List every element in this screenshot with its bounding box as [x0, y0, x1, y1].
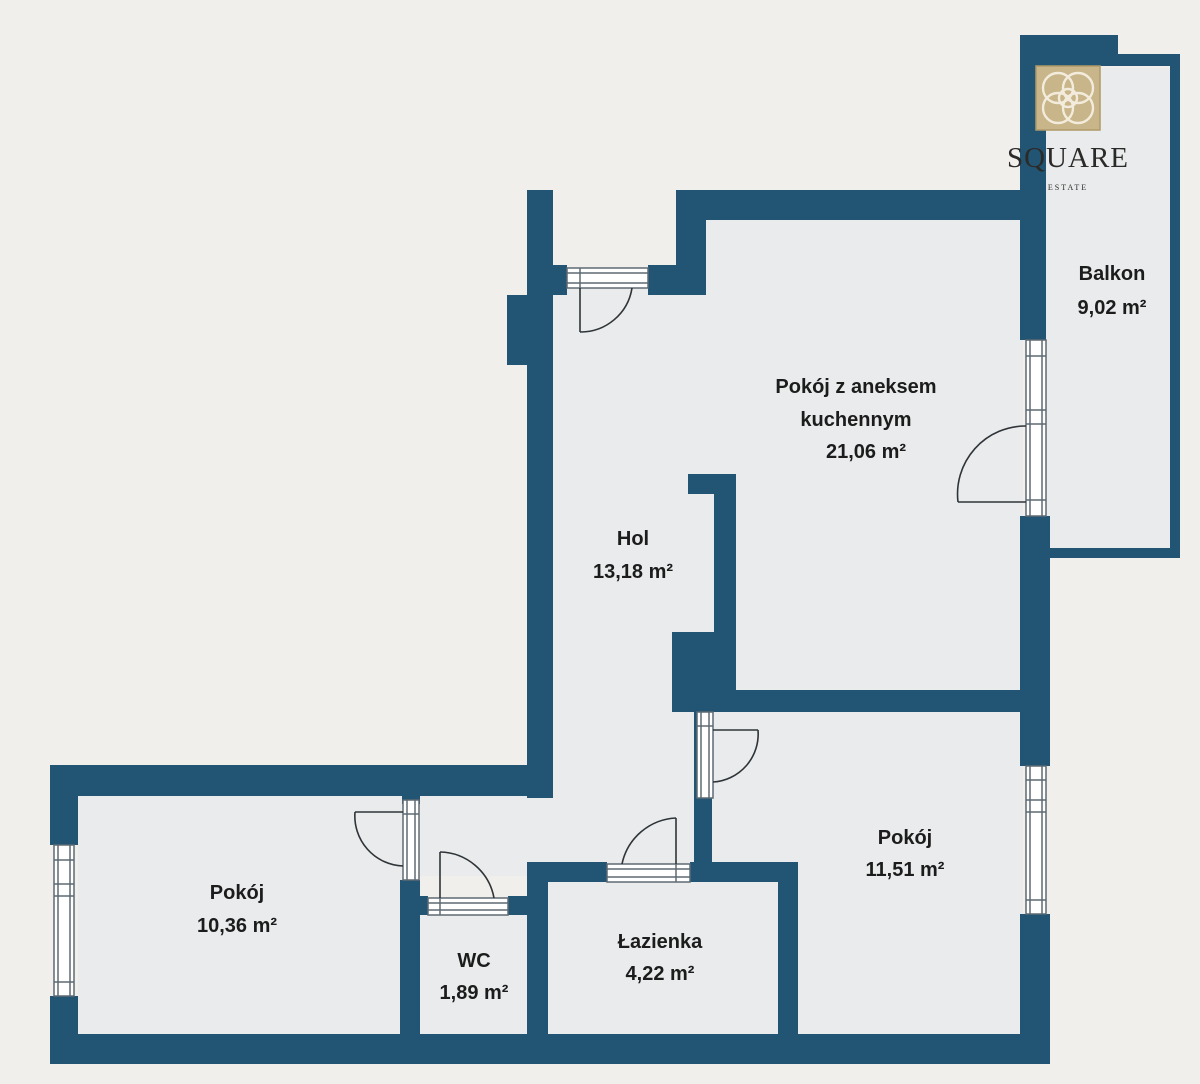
living-right-wall-lower — [1020, 516, 1050, 766]
wc-top-wall-right — [508, 896, 530, 915]
wc-name: WC — [457, 950, 490, 972]
room-left-left-wall-top — [50, 765, 78, 845]
wc-left-wall — [400, 880, 420, 1064]
living-right-wall-upper — [1020, 190, 1046, 340]
bathroom-top-wall-right — [690, 862, 798, 882]
square-estate-logo: SQUARE ESTATE — [1007, 65, 1129, 192]
hall-area: 13,18 m² — [593, 561, 673, 583]
living-room-area: 21,06 m² — [826, 441, 906, 463]
balcony-name: Balkon — [1079, 263, 1146, 285]
room-left-area: 10,36 m² — [197, 915, 277, 937]
doors — [354, 267, 1027, 916]
living-room-name-line2: kuchennym — [800, 409, 911, 431]
wc-floor — [418, 915, 530, 1034]
door-living-balcony — [956, 425, 1027, 503]
bathroom-right-wall — [778, 862, 798, 1064]
wc-area: 1,89 m² — [440, 982, 509, 1004]
bathroom-area: 4,22 m² — [626, 963, 695, 985]
room-labels: Pokój z aneksem kuchennym 21,06 m² Balko… — [197, 263, 1147, 1004]
room-left-name: Pokój — [210, 882, 264, 904]
door-wc — [427, 851, 509, 916]
bottom-wall — [50, 1034, 1050, 1064]
bathroom-name: Łazienka — [618, 931, 703, 953]
room-right-area: 11,51 m² — [866, 859, 945, 881]
window-left — [53, 844, 75, 997]
door-bathroom — [606, 817, 691, 883]
hall-living-partition — [672, 474, 1050, 862]
living-top-wall — [676, 190, 1046, 220]
hall-floor — [552, 268, 716, 868]
door-entrance — [566, 267, 649, 333]
bathroom-floor — [548, 882, 778, 1034]
room-left-floor — [78, 796, 402, 1034]
windows — [53, 339, 1047, 997]
hall-name: Hol — [617, 528, 649, 550]
hall-left-pilaster — [507, 295, 529, 365]
hall-top-wall-left — [527, 265, 567, 295]
logo-wordmark: SQUARE — [1007, 142, 1129, 174]
logo-emblem-icon — [1035, 65, 1101, 131]
balcony-area: 9,02 m² — [1078, 297, 1147, 319]
room-left-top-wall — [50, 765, 553, 796]
wc-top-wall-left — [400, 896, 428, 915]
door-room-right — [696, 711, 759, 799]
bathroom-left-wall — [527, 862, 548, 1064]
walls — [50, 190, 1050, 1064]
room-right-name: Pokój — [878, 827, 932, 849]
window-room-right — [1025, 765, 1047, 915]
living-room-name-line1: Pokój z aneksem — [775, 376, 936, 398]
door-room-left — [354, 799, 420, 881]
logo-tagline: ESTATE — [1048, 183, 1088, 192]
balcony-floor — [1046, 68, 1170, 550]
window-living-balcony — [1025, 339, 1047, 517]
